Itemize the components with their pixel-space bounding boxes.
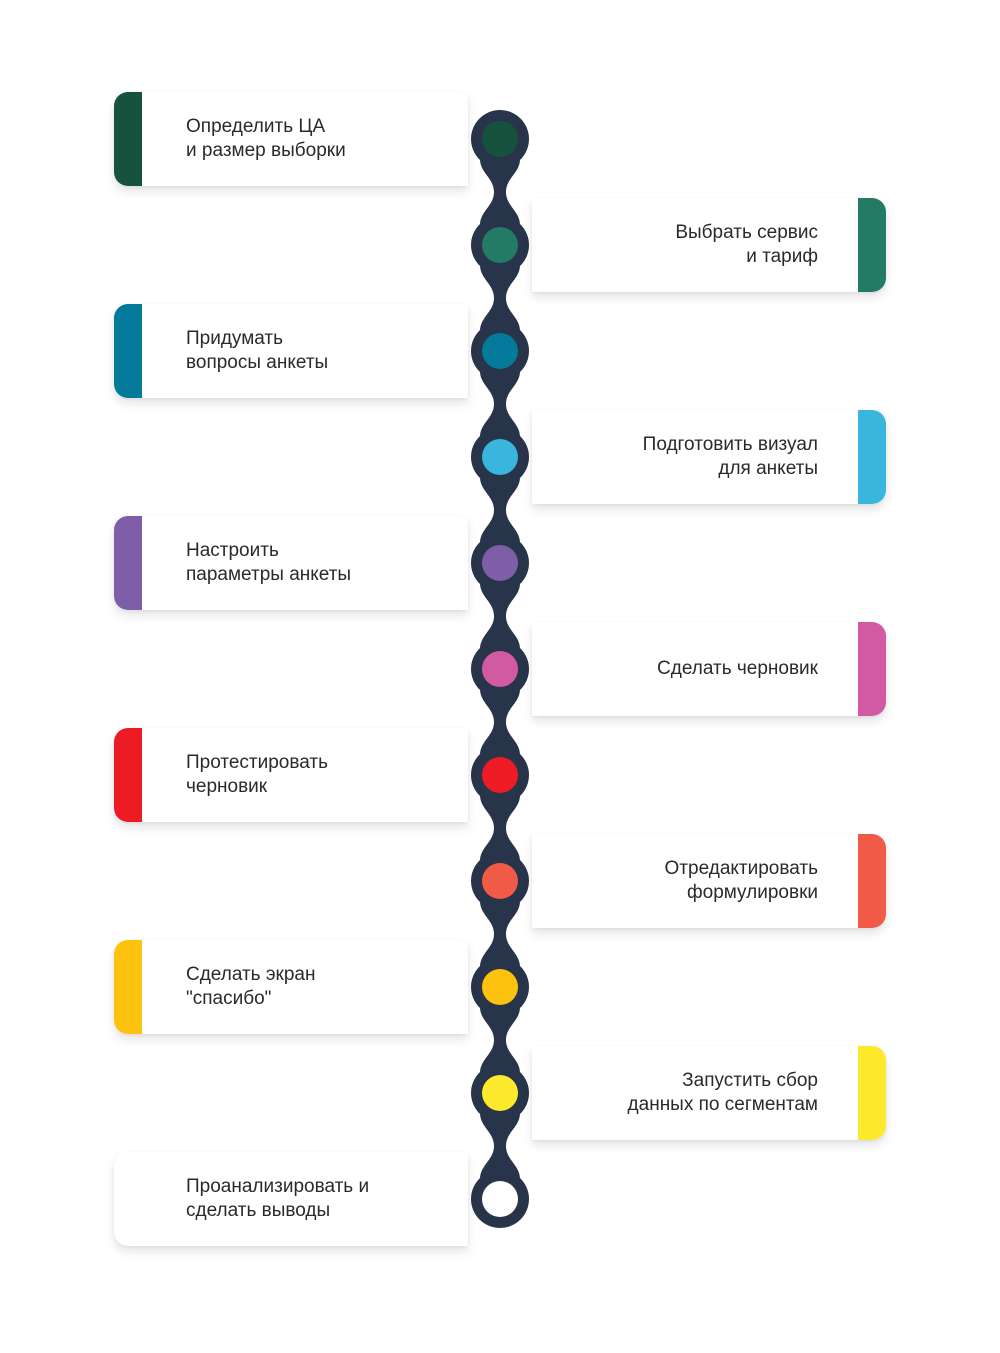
step-card-7: Протестировать черновик [114,728,468,822]
timeline-node-dot [482,757,518,793]
timeline-node-dot [482,227,518,263]
step-card-10: Запустить сбор данных по сегментам [532,1046,886,1140]
timeline-node-dot [482,651,518,687]
step-label-line-2: и тариф [746,246,818,267]
step-color-bar [858,1046,886,1140]
step-label-line-1: Придумать [186,328,284,349]
step-color-bar [114,940,142,1034]
timeline-connector [480,371,520,437]
timeline-connector [480,265,520,331]
step-label-line-1: Выбрать сервис [675,222,818,243]
timeline-connector [480,1007,520,1073]
step-card-6: Сделать черновик [532,622,886,716]
step-card-5: Настроить параметры анкеты [114,516,468,610]
step-label-line-1: Запустить сбор [682,1070,818,1091]
step-color-bar [858,410,886,504]
step-card-3: Придумать вопросы анкеты [114,304,468,398]
step-color-bar [858,198,886,292]
timeline-node-dot [482,1075,518,1111]
step-label: Выбрать сервис и тариф [552,198,818,292]
step-label-line-2: "спасибо" [186,988,272,1009]
timeline-connector [480,689,520,755]
step-label-line-2: вопросы анкеты [186,352,329,373]
step-card-8: Отредактировать формулировки [532,834,886,928]
step-label-line-2: для анкеты [718,458,818,479]
step-label-line-2: параметры анкеты [186,564,352,585]
step-label-line-1: Отредактировать [664,858,818,879]
timeline-connector [480,583,520,649]
timeline-node-dot [482,333,518,369]
step-label: Запустить сбор данных по сегментам [552,1046,818,1140]
step-label-line-2: черновик [186,776,268,797]
timeline-connector [480,901,520,967]
timeline-node-dot [482,545,518,581]
step-color-bar [858,834,886,928]
step-color-bar [114,304,142,398]
timeline-node-dot [482,1181,518,1217]
step-label-line-1: Сделать черновик [657,658,818,679]
step-card-11: Проанализировать и сделать выводы [114,1152,468,1246]
step-label: Определить ЦА и размер выборки [186,92,448,186]
step-color-bar [114,516,142,610]
step-label-line-1: Сделать экран [186,964,316,985]
step-label: Протестировать черновик [186,728,448,822]
step-label-line-2: данных по сегментам [627,1094,818,1115]
step-label: Сделать экран "спасибо" [186,940,448,1034]
step-label-line-2: и размер выборки [186,140,346,161]
step-card-2: Выбрать сервис и тариф [532,198,886,292]
step-label-line-1: Протестировать [186,752,329,773]
step-card-1: Определить ЦА и размер выборки [114,92,468,186]
timeline-connector [480,1113,520,1179]
timeline-node-dot [482,439,518,475]
step-label-line-1: Определить ЦА [186,116,326,137]
step-label-line-1: Настроить [186,540,279,561]
step-label: Придумать вопросы анкеты [186,304,448,398]
step-label-line-2: сделать выводы [186,1200,331,1221]
step-color-bar [114,1152,142,1246]
timeline-node-dot [482,121,518,157]
step-label: Сделать черновик [552,622,818,716]
step-label: Настроить параметры анкеты [186,516,448,610]
step-label: Проанализировать и сделать выводы [186,1152,448,1246]
step-label: Отредактировать формулировки [552,834,818,928]
timeline-node-dot [482,969,518,1005]
step-label-line-1: Проанализировать и [186,1176,370,1197]
step-color-bar [114,728,142,822]
step-card-9: Сделать экран "спасибо" [114,940,468,1034]
step-color-bar [858,622,886,716]
timeline-connector [480,795,520,861]
timeline-node-dot [482,863,518,899]
step-label-line-2: формулировки [687,882,818,903]
step-label: Подготовить визуал для анкеты [552,410,818,504]
step-label-line-1: Подготовить визуал [642,434,818,455]
timeline-connector [480,159,520,225]
step-color-bar [114,92,142,186]
timeline-connector [480,477,520,543]
step-card-4: Подготовить визуал для анкеты [532,410,886,504]
